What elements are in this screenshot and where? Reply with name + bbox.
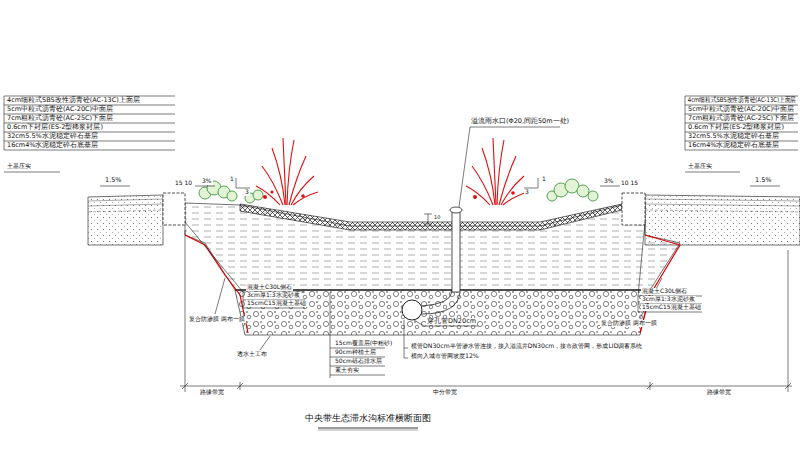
annotation-label: 横管DN30cm半管渗水管连接，接入溢流井DN30cm，接市政管网，形成LID调… — [410, 343, 643, 350]
annotation-label: 7cm粗粒式沥青砼(AC-25C)下面层 — [6, 115, 114, 122]
annotation-label: 穿孔管DN20cm — [426, 318, 477, 325]
annotation-label: 横向入城市管网坡度12% — [410, 353, 480, 360]
annotation-label: 1.5% — [754, 177, 773, 184]
annotation-label: 15cm覆盖层(中粗砂) — [334, 340, 393, 347]
annotation-label: 4cm细粒式SBS改性沥青砼(AC-13C)上面层 — [687, 97, 797, 104]
annotation-label: 32cm5.5%水泥稳定碎石基层 — [6, 133, 99, 140]
annotation-label: 0.6cm下封层(ES-2型稀浆封层) — [6, 124, 104, 131]
annotation-label: 0.6cm下封层(ES-2型稀浆封层) — [687, 124, 785, 131]
annotation-label: 90cm种植土层 — [334, 349, 377, 356]
annotation-label: 10 — [433, 215, 441, 221]
annotation-label: 15 10 — [174, 180, 193, 187]
drawing-title: 中央带生态滞水沟标准横断面图 — [304, 414, 432, 424]
annotation-label: 1 — [541, 176, 547, 183]
annotation-label: 5cm中粒式沥青砼(AC-20C)中面层 — [687, 106, 795, 113]
annotation-label: 素土夯实 — [334, 367, 360, 374]
annotation-label: 16cm4%水泥稳定碎石底基层 — [6, 142, 100, 149]
annotation-label: 1.5% — [104, 177, 123, 184]
annotation-label: 3cm厚1:3水泥砂浆 — [246, 292, 301, 299]
annotation-label: 5cm中粒式沥青砼(AC-20C)中面层 — [6, 106, 114, 113]
annotation-label: 路缘带宽 — [706, 389, 732, 396]
annotation-label: 中分带宽 — [432, 389, 458, 396]
annotation-label: 复合防渗膜 两布一膜 — [188, 316, 246, 323]
annotation-label: 路缘带宽 — [199, 389, 225, 396]
annotation-label: 10 15 — [620, 180, 639, 187]
annotation-label: 32cm5.5%水泥稳定碎石基层 — [687, 133, 780, 140]
annotation-label: 溢流雨水口(Φ20,间距50m一处) — [470, 118, 570, 125]
annotation-label: 土基压实 — [6, 163, 32, 170]
annotation-label: 7cm粗粒式沥青砼(AC-25C)下面层 — [687, 115, 795, 122]
annotation-label: 3% — [201, 178, 213, 185]
annotation-label: 1 — [229, 176, 235, 183]
annotation-label: 3 — [524, 189, 530, 196]
annotation-label: 3cm厚1:3水泥砂浆 — [641, 296, 696, 303]
annotation-label: 混凝土C30L侧石 — [246, 284, 293, 291]
annotation-label: 50cm砾石排水层 — [334, 358, 383, 365]
annotation-label: 4cm细粒式SBS改性沥青砼(AC-13C)上面层 — [6, 97, 141, 104]
annotation-label: 复合防渗膜 两布一膜 — [600, 320, 658, 327]
annotation-label: 15cmC15混凝土基础 — [641, 304, 702, 311]
annotation-label: 混凝土C30L侧石 — [641, 288, 688, 295]
annotation-label: 土基压实 — [687, 163, 713, 170]
annotation-label: 3% — [603, 178, 615, 185]
annotation-label: 15cmC15混凝土基础 — [246, 300, 307, 307]
annotation-label: 透水土工布 — [236, 351, 268, 358]
annotation-label: 3 — [244, 189, 250, 196]
annotation-label: 16cm4%水泥稳定碎石底基层 — [687, 142, 781, 149]
